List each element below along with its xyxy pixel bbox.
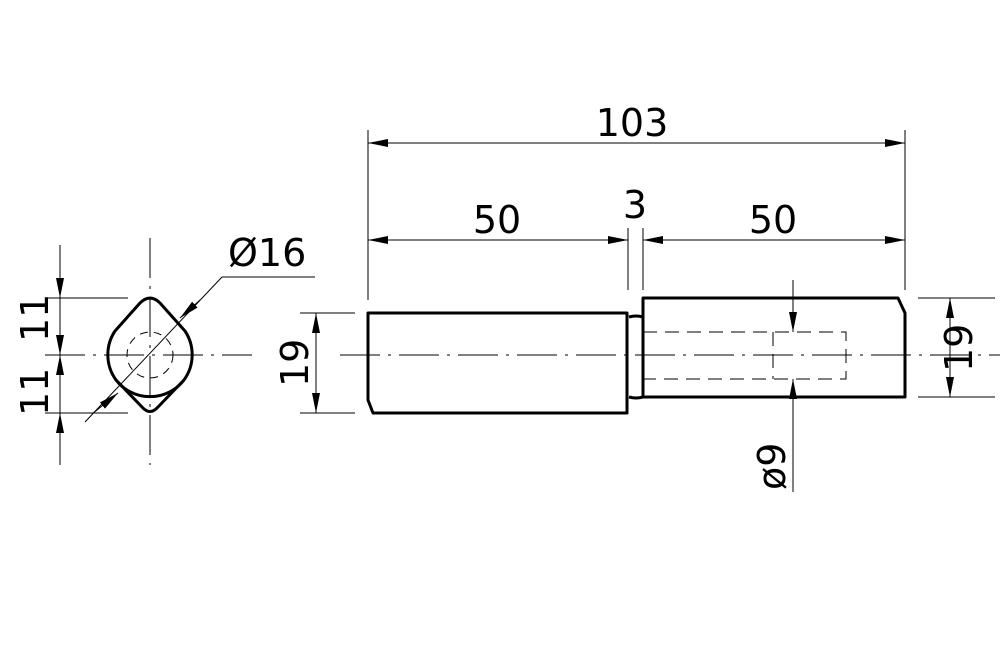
hidden-bore-circle <box>126 331 174 379</box>
end-profile <box>106 296 194 413</box>
upper-half-label: 11 <box>13 294 57 342</box>
collar <box>628 314 645 400</box>
right-sleeve <box>641 296 907 399</box>
left-rod <box>366 311 629 415</box>
end-view: 11 11 Ø16 <box>13 231 315 465</box>
arrow <box>179 299 201 319</box>
right-diameter-label: 19 <box>937 324 981 372</box>
side-view: 103 50 3 50 19 19 ø9 <box>273 101 1000 492</box>
hidden-bore <box>643 331 847 380</box>
left-length-label: 50 <box>473 198 521 242</box>
arrow <box>91 392 119 415</box>
overall-length-label: 103 <box>596 101 669 145</box>
end-arc <box>114 379 186 399</box>
end-diameter-label: Ø16 <box>228 231 306 275</box>
right-length-label: 50 <box>749 198 797 242</box>
gap-label: 3 <box>623 183 647 227</box>
left-diameter-label: 19 <box>273 339 317 387</box>
bore-label: ø9 <box>750 443 794 490</box>
lower-half-label: 11 <box>13 368 57 416</box>
